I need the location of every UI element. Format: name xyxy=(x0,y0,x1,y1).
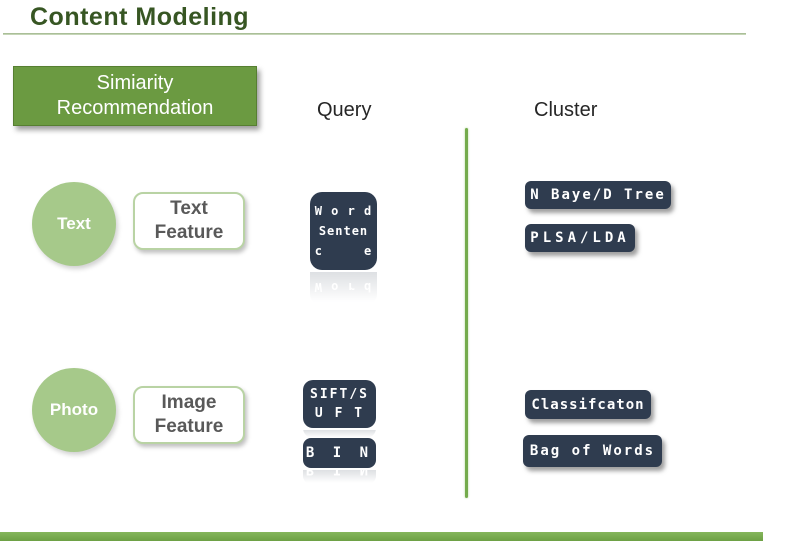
column-divider-line xyxy=(465,128,468,498)
word-sentence-line-1: W o r d xyxy=(314,204,373,218)
sift-line-2: U F T xyxy=(314,406,365,421)
word-sentence-reflection: W o r d Senten c e xyxy=(310,272,377,306)
image-feature-label: Image Feature xyxy=(154,392,224,437)
similarity-recommendation-banner: Simiarity Recommendation xyxy=(13,66,257,126)
sift-line-1: SIFT/S xyxy=(310,387,369,402)
cluster-box-classification: Classifcaton xyxy=(525,390,651,419)
cluster-column-label: Cluster xyxy=(534,99,598,121)
title-underline-rule xyxy=(3,33,746,35)
slide-title: Content Modeling xyxy=(30,3,250,31)
cluster-box-bag-of-words: Bag of Words xyxy=(523,435,662,467)
word-sentence-box: W o r d Senten c e xyxy=(310,192,377,270)
sift-suft-box: SIFT/S U F T xyxy=(303,380,376,428)
text-feature-box: Text Feature xyxy=(133,192,245,250)
banner-line-1: Simiarity xyxy=(96,72,174,94)
word-sentence-line-2: Senten xyxy=(318,224,369,238)
photo-circle-label: Photo xyxy=(49,400,99,419)
bin-box: B I N xyxy=(303,438,376,468)
text-feature-label: Text Feature xyxy=(154,198,224,243)
sift-suft-reflection: SIFT/S U F T xyxy=(303,430,376,438)
bin-reflection: B I N xyxy=(303,470,376,484)
cluster-box-plsa-lda: PLSA/LDA xyxy=(525,224,635,252)
cluster-box-naive-bayes-dtree: N Baye/D Tree xyxy=(525,181,671,209)
photo-circle: Photo xyxy=(32,368,116,452)
banner-line-2: Recommendation xyxy=(56,97,214,119)
text-circle: Text xyxy=(32,182,116,266)
query-column-label: Query xyxy=(317,99,372,121)
word-sentence-line-3: c e xyxy=(314,244,373,258)
text-circle-label: Text xyxy=(57,214,91,233)
image-feature-box: Image Feature xyxy=(133,386,245,444)
bin-label: B I N xyxy=(305,445,374,461)
footer-accent-bar xyxy=(0,532,763,541)
